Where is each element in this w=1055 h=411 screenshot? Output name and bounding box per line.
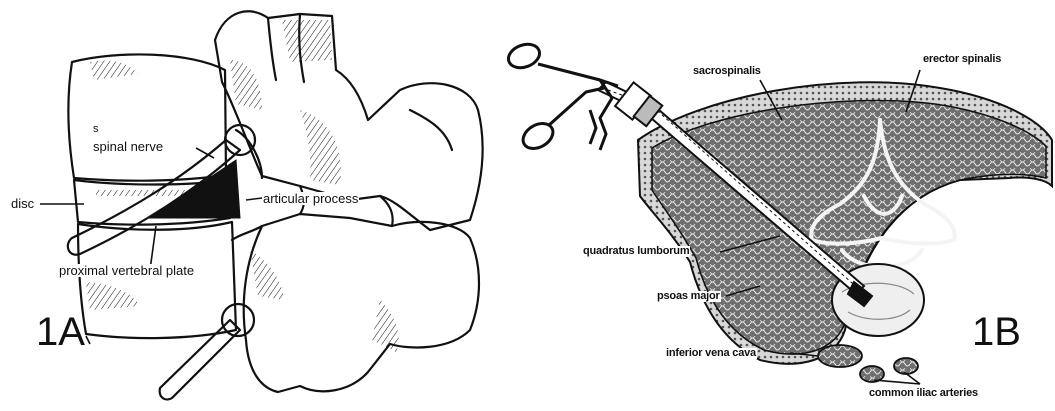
spinal-nerve-marker: s bbox=[92, 124, 100, 135]
label-inferior-vena-cava: inferior vena cava bbox=[665, 348, 757, 359]
label-articular-process: articular process bbox=[262, 192, 359, 205]
label-sacrospinalis: sacrospinalis bbox=[692, 66, 762, 77]
lower-vertebral-body bbox=[78, 222, 236, 338]
label-spinal-nerve: spinal nerve bbox=[92, 140, 164, 153]
inferior-vena-cava-vessel bbox=[818, 345, 862, 367]
lower-process bbox=[244, 214, 479, 392]
cannula bbox=[598, 82, 872, 306]
figure-1a-number: 1A bbox=[36, 312, 85, 352]
instrument-handle bbox=[505, 40, 618, 153]
iliac-artery-right bbox=[894, 358, 918, 374]
vertebral-body bbox=[832, 264, 924, 336]
iliac-artery-left bbox=[860, 366, 884, 382]
label-quadratus-lumborum: quadratus lumborum bbox=[582, 246, 690, 257]
label-erector-spinalis: erector spinalis bbox=[922, 54, 1002, 65]
label-psoas-major: psoas major bbox=[656, 291, 721, 302]
upper-vertebral-body bbox=[68, 54, 226, 180]
triangle-region bbox=[150, 160, 240, 218]
figure-1b-number: 1B bbox=[972, 312, 1021, 352]
label-common-iliac-arteries: common iliac arteries bbox=[868, 388, 979, 399]
label-proximal-vertebral-plate: proximal vertebral plate bbox=[58, 264, 195, 277]
label-disc: disc bbox=[10, 197, 35, 210]
